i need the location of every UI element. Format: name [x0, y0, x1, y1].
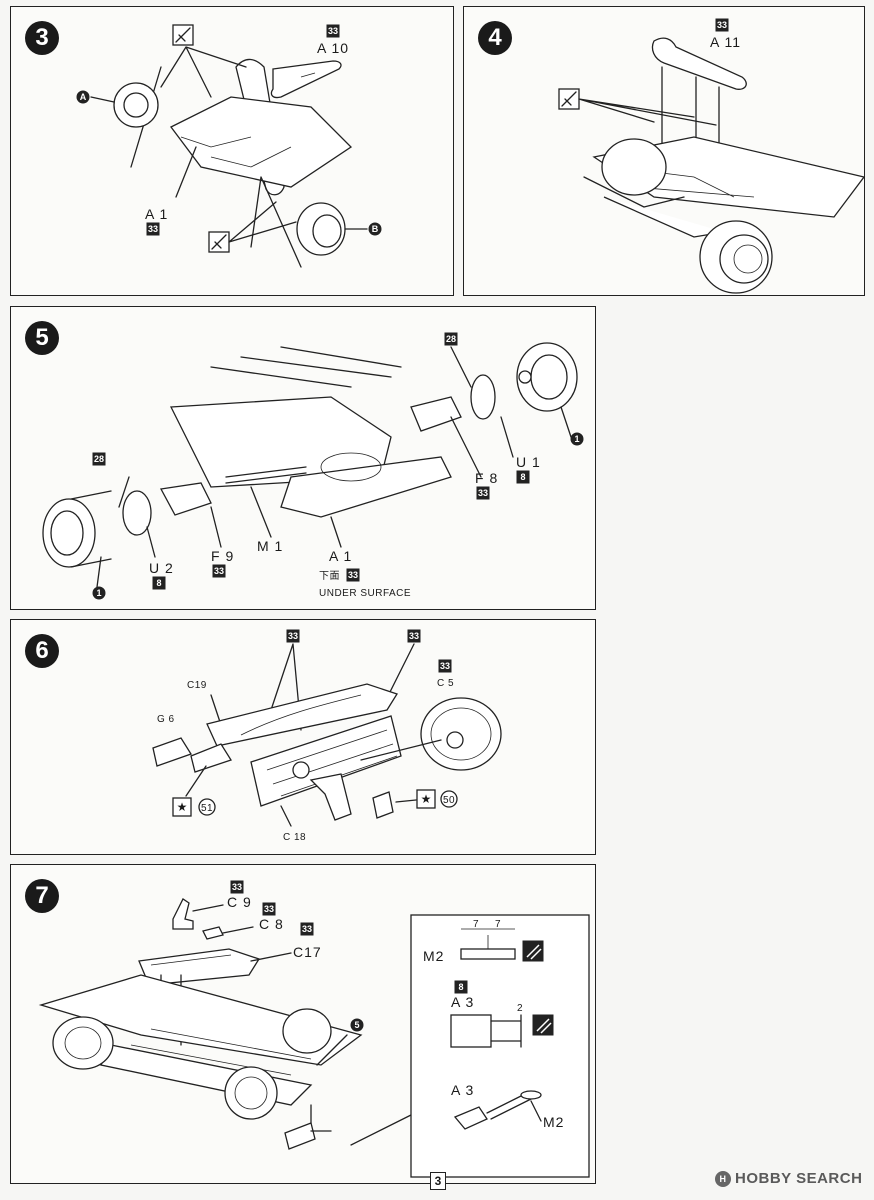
step-4-panel: 4 33 A 11: [463, 6, 866, 296]
step-number: 6: [25, 634, 59, 668]
part-label-m1: M 1: [257, 538, 283, 554]
svg-text:5: 5: [354, 1020, 359, 1030]
part-label-c17: C17: [293, 944, 322, 960]
svg-text:8: 8: [520, 472, 525, 482]
svg-text:50: 50: [443, 795, 455, 806]
part-label-a3: A 3: [451, 994, 474, 1010]
svg-text:A: A: [80, 92, 87, 102]
svg-text:★: ★: [177, 800, 188, 814]
part-label-c8: C 8: [259, 916, 284, 932]
svg-text:51: 51: [201, 803, 213, 814]
part-label-c9: C 9: [227, 894, 252, 910]
part-label-c18: C 18: [283, 832, 306, 843]
svg-text:B: B: [372, 224, 379, 234]
svg-text:8: 8: [458, 982, 463, 992]
decal-icon: ★: [172, 797, 192, 817]
svg-text:33: 33: [302, 924, 312, 934]
part-label-a1: A 1: [329, 548, 352, 564]
svg-text:33: 33: [409, 631, 419, 641]
step-3-panel: 3 33 A 10 A A 1 33 B: [10, 6, 454, 296]
under-surface-jp: 下面: [319, 571, 340, 582]
svg-text:2: 2: [517, 1003, 523, 1014]
svg-text:1: 1: [96, 588, 101, 598]
part-label-u2: U 2: [149, 560, 174, 576]
page-number: 3: [430, 1172, 446, 1190]
part-label-a10: A 10: [317, 40, 349, 56]
svg-text:28: 28: [446, 334, 456, 344]
cut-icon: [532, 1014, 554, 1036]
part-label-m2: M2: [423, 948, 444, 964]
under-surface-label: UNDER SURFACE: [319, 588, 411, 599]
watermark-text: HOBBY SEARCH: [735, 1170, 863, 1187]
svg-text:33: 33: [440, 661, 450, 671]
part-label-a1: A 1: [145, 206, 168, 222]
step-number: 5: [25, 321, 59, 355]
part-label-c5: C 5: [437, 678, 454, 689]
part-label-u1: U 1: [516, 454, 541, 470]
code-badge: 33: [326, 24, 340, 38]
step-number: 4: [478, 21, 512, 55]
svg-text:28: 28: [94, 454, 104, 464]
svg-text:33: 33: [214, 566, 224, 576]
svg-text:7: 7: [473, 919, 479, 930]
svg-text:1: 1: [574, 434, 579, 444]
svg-text:33: 33: [478, 488, 488, 498]
svg-text:33: 33: [348, 570, 358, 580]
cut-icon: [522, 940, 544, 962]
glue-icon: [172, 24, 194, 46]
watermark: H HOBBY SEARCH: [715, 1170, 862, 1187]
svg-text:33: 33: [288, 631, 298, 641]
svg-text:7: 7: [495, 919, 501, 930]
svg-text:33: 33: [232, 882, 242, 892]
part-label-g6: G 6: [157, 714, 175, 725]
glue-icon: [208, 231, 230, 253]
svg-text:★: ★: [421, 792, 432, 806]
svg-text:33: 33: [717, 20, 727, 30]
hobby-search-logo-icon: H: [715, 1170, 731, 1187]
step-6-illustration: 33 33 C19 33 C 5 G 6 ★ 51 ★ 50 C 18: [152, 629, 502, 843]
step-4-illustration: 33 A 11: [558, 18, 866, 294]
part-label-m2-b: M2: [543, 1114, 564, 1130]
step-number: 3: [25, 21, 59, 55]
decal-icon: ★: [416, 789, 436, 809]
step-7-illustration: 33 C 9 33 C 8 33 C17 5 7 7 M2 8 A 3: [38, 880, 590, 1178]
step-6-panel: 6 33 33 C19 33 C 5 G 6 ★ 51 ★ 50 C 18: [10, 619, 596, 855]
part-label-f8: F 8: [475, 470, 498, 486]
svg-text:33: 33: [328, 26, 338, 36]
step-3-illustration: 33 A 10 A A 1 33 B: [76, 24, 382, 268]
part-label-a3-b: A 3: [451, 1082, 474, 1098]
svg-text:8: 8: [156, 578, 161, 588]
svg-text:33: 33: [148, 224, 158, 234]
part-label-a11: A 11: [710, 34, 741, 50]
step-7-panel: 7 33 C 9 33 C 8 33 C17 5 7 7 M2 8: [10, 864, 596, 1184]
part-label-c19: C19: [187, 680, 207, 691]
step-number: 7: [25, 879, 59, 913]
part-label-f9: F 9: [211, 548, 234, 564]
svg-text:33: 33: [264, 904, 274, 914]
step-5-illustration: 28 1 U 1 8 F 8 33 28 1 U 2 8 F 9 33 M 1: [42, 332, 584, 600]
step-5-panel: 5 28 1 U 1 8 F 8 33 28 1 U 2 8 F 9 33 M: [10, 306, 596, 610]
glue-icon: [558, 88, 580, 110]
